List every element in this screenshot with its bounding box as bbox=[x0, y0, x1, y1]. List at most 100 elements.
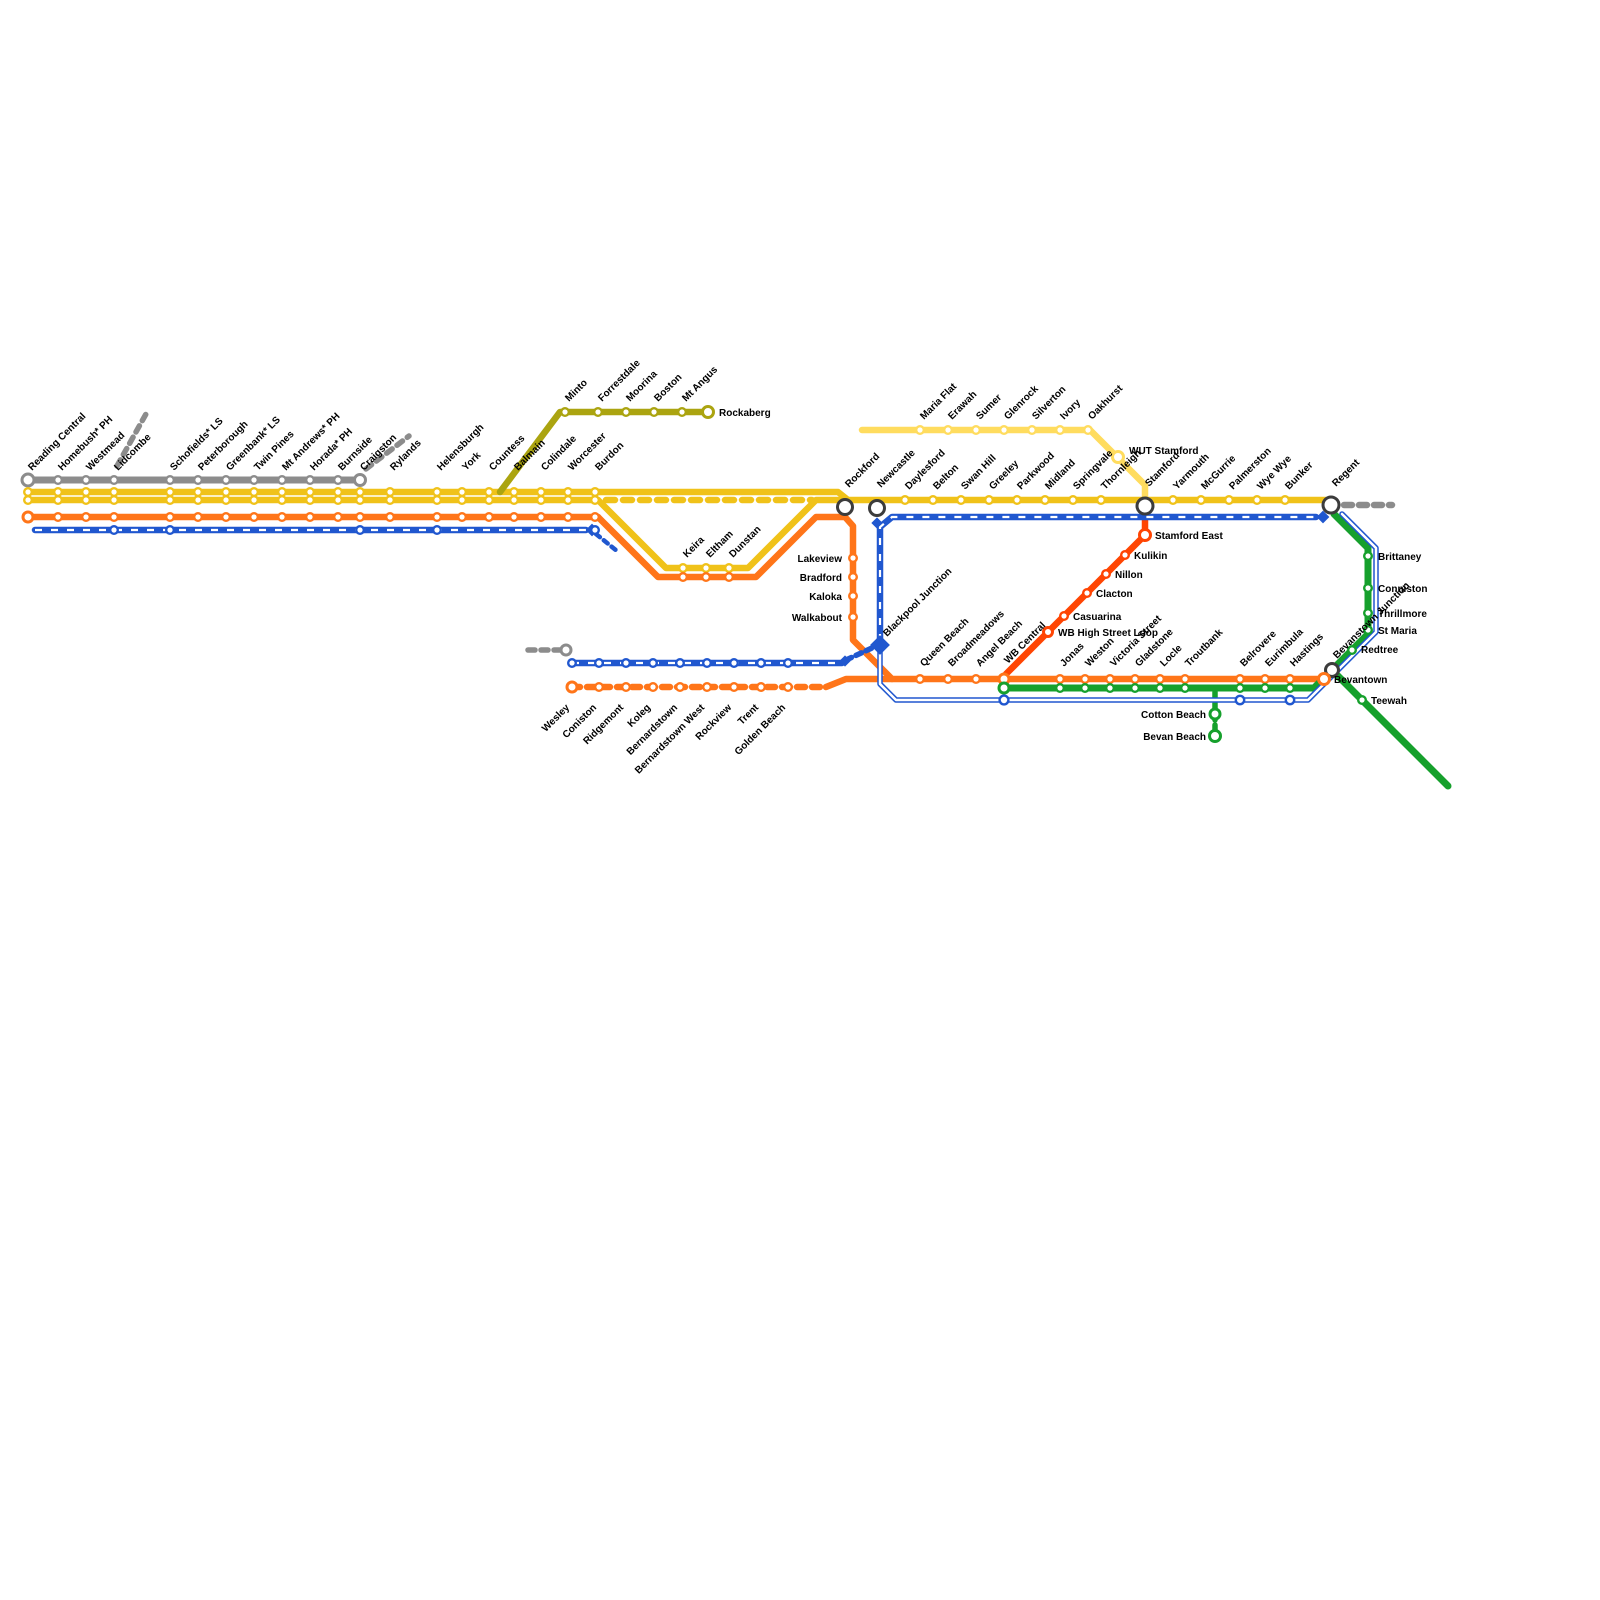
station-marker-burnside bbox=[333, 475, 344, 486]
station-label-bevantown: Bevantown bbox=[1334, 675, 1387, 686]
station-marker-horada-ph bbox=[305, 512, 316, 523]
station-label-lakeview: Lakeview bbox=[798, 554, 843, 565]
station-marker-countess bbox=[484, 495, 495, 506]
station-marker-casuarina bbox=[1058, 611, 1069, 622]
station-marker-yarmouth bbox=[1167, 495, 1178, 506]
station-label-cotton-beach: Cotton Beach bbox=[1141, 710, 1206, 721]
station-label-rockaberg: Rockaberg bbox=[719, 408, 771, 419]
station-marker-rylands bbox=[385, 512, 396, 523]
station-marker-mcgurrie bbox=[1195, 495, 1206, 506]
station-label-walkabout: Walkabout bbox=[792, 613, 843, 624]
station-marker-york bbox=[457, 495, 468, 506]
station-marker-reading-central bbox=[23, 487, 34, 498]
station-marker-bernardstown bbox=[675, 658, 686, 669]
station-marker-mt-andrews-ph bbox=[277, 512, 288, 523]
station-marker-rockview bbox=[729, 658, 740, 669]
station-marker-wut-stamford bbox=[1111, 450, 1125, 464]
station-marker-helensburgh bbox=[432, 495, 443, 506]
station-marker-homebush-ph bbox=[53, 512, 64, 523]
station-marker-hastings bbox=[1284, 683, 1295, 694]
station-marker-lidcombe bbox=[108, 495, 119, 506]
station-marker-reading-central bbox=[20, 472, 36, 488]
station-marker-palmerston bbox=[1223, 495, 1234, 506]
lower-corridor-diamond bbox=[839, 655, 851, 667]
station-marker-locle bbox=[1154, 674, 1165, 685]
station-marker-greenbank-ls bbox=[220, 512, 231, 523]
station-marker-helensburgh bbox=[432, 487, 443, 498]
station-marker-victoria-street bbox=[1104, 683, 1115, 694]
station-marker-golden-beach bbox=[783, 682, 794, 693]
station-marker-colindale bbox=[536, 512, 547, 523]
station-label-wut-stamford: WUT Stamford bbox=[1129, 446, 1198, 457]
station-marker-bevanstown-junction bbox=[1324, 662, 1340, 678]
station-marker-horada-ph bbox=[305, 475, 316, 486]
station-marker-jonas bbox=[1054, 683, 1065, 694]
station-marker-hastings bbox=[1284, 694, 1296, 706]
station-label-brittaney: Brittaney bbox=[1378, 552, 1422, 563]
station-marker-wesley bbox=[567, 658, 578, 669]
station-marker-helensburgh bbox=[432, 512, 443, 523]
station-marker-rylands bbox=[385, 495, 396, 506]
station-marker-schofields-ls bbox=[164, 475, 175, 486]
station-marker-stamford-east bbox=[1138, 528, 1152, 542]
station-marker-reading-central bbox=[21, 510, 35, 524]
station-marker-redtree bbox=[1346, 645, 1357, 656]
station-marker-coniston bbox=[594, 658, 605, 669]
station-marker-peterborough bbox=[192, 487, 203, 498]
station-marker-mt-andrews-ph bbox=[277, 487, 288, 498]
station-marker-wesley bbox=[565, 680, 579, 694]
station-marker-jonas bbox=[1054, 674, 1065, 685]
station-marker-hastings bbox=[1284, 674, 1295, 685]
station-marker-craigston bbox=[355, 512, 366, 523]
station-marker-bradford bbox=[848, 572, 859, 583]
station-label-casuarina: Casuarina bbox=[1073, 612, 1122, 623]
station-marker-greenbank-ls bbox=[220, 495, 231, 506]
station-marker-schofields-ls bbox=[164, 495, 175, 506]
station-marker-kaloka bbox=[848, 591, 859, 602]
station-marker-dunstan bbox=[724, 572, 735, 583]
station-marker-craigston bbox=[355, 487, 366, 498]
station-marker-silverton bbox=[1026, 425, 1037, 436]
station-marker-daylesford bbox=[900, 495, 911, 506]
station-marker-thrillmore bbox=[1362, 608, 1373, 619]
station-marker-peterborough bbox=[192, 512, 203, 523]
station-marker-ivory bbox=[1054, 425, 1065, 436]
station-marker-coniston bbox=[594, 682, 605, 693]
station-marker-thornleigh bbox=[1095, 495, 1106, 506]
station-label-st-maria: St Maria bbox=[1378, 626, 1417, 637]
station-marker-rockaberg bbox=[701, 405, 715, 419]
station-marker-schofields-ls bbox=[164, 512, 175, 523]
station-marker-burnside bbox=[333, 512, 344, 523]
station-marker-conniston bbox=[1362, 583, 1373, 594]
station-marker-rockview bbox=[729, 682, 740, 693]
station-marker-nillon bbox=[1100, 569, 1111, 580]
station-marker-erawah bbox=[943, 425, 954, 436]
station-marker-weston bbox=[1079, 683, 1090, 694]
station-marker-trent bbox=[756, 658, 767, 669]
station-marker-belrovere bbox=[1234, 683, 1245, 694]
station-marker-rockford bbox=[836, 498, 854, 516]
station-marker-twin-pines bbox=[248, 512, 259, 523]
station-marker-golden-beach bbox=[783, 658, 794, 669]
station-marker-troutbank bbox=[1179, 674, 1190, 685]
station-marker-bevantown bbox=[1317, 672, 1331, 686]
station-label-teewah: Teewah bbox=[1371, 696, 1407, 707]
station-marker-springvale bbox=[1067, 495, 1078, 506]
station-marker-bernardstown-west bbox=[702, 658, 713, 669]
station-marker-boston bbox=[649, 407, 660, 418]
station-label-kaloka: Kaloka bbox=[809, 592, 842, 603]
green-line-path bbox=[1328, 666, 1452, 790]
station-marker-stamford bbox=[1135, 496, 1155, 516]
station-marker-maria-flat bbox=[915, 425, 926, 436]
station-label-bradford: Bradford bbox=[800, 573, 842, 584]
yellow-line-path bbox=[594, 496, 850, 572]
station-marker-sumer bbox=[971, 425, 982, 436]
station-marker-peterborough bbox=[192, 475, 203, 486]
station-marker-koleg bbox=[648, 658, 659, 669]
station-marker-lakeview bbox=[848, 553, 859, 564]
station-marker-horada-ph bbox=[305, 495, 316, 506]
station-marker-belrovere bbox=[1234, 674, 1245, 685]
station-marker-bunker bbox=[1279, 495, 1290, 506]
